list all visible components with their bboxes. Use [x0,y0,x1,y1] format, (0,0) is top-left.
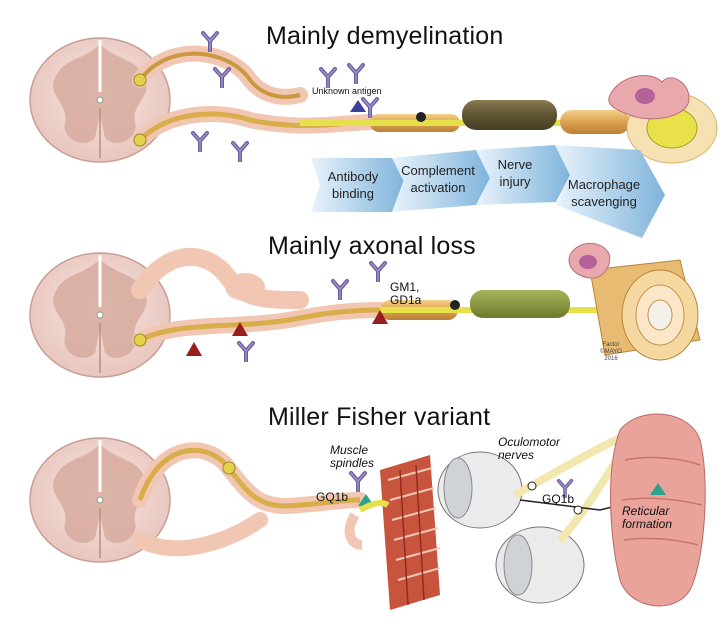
damaged-myelin [462,100,557,130]
pathway-arrows [311,145,665,238]
axonal-title: Mainly axonal loss [268,232,476,260]
brainstem [610,413,706,607]
gm1-gd1a-label: GM1, GD1a [390,280,422,307]
spinal-cord-1 [28,36,172,164]
eyeball-2 [495,526,585,604]
oculomotor-nerves-label: Oculomotor nerves [498,435,561,462]
eyeball-1 [437,451,523,529]
muscle-spindles-label: Muscle spindles [330,443,375,470]
gq1b-right-label: GQ1b [542,492,575,506]
step-complement-activation: Complement activation [401,163,475,195]
miller-fisher-title: Miller Fisher variant [268,403,491,431]
complement-dot [416,112,426,122]
unknown-antigen-label: Unknown antigen [312,86,382,96]
credit-text: Factor ©MAYO 2016 [600,342,622,362]
step-nerve-injury: Nerve injury [497,157,533,189]
demyelination-title: Mainly demyelination [266,22,504,50]
step-macrophage-scavenging: Macrophage scavenging [567,177,641,209]
muscle-fibers [380,455,441,610]
gq1b-left-label: GQ1b [316,490,349,504]
degenerating-axon [470,290,570,318]
myelin-cylinder [589,259,701,361]
reticular-formation-label: Reticular formation [622,504,673,531]
step-antibody-binding: Antibody binding [327,169,379,201]
